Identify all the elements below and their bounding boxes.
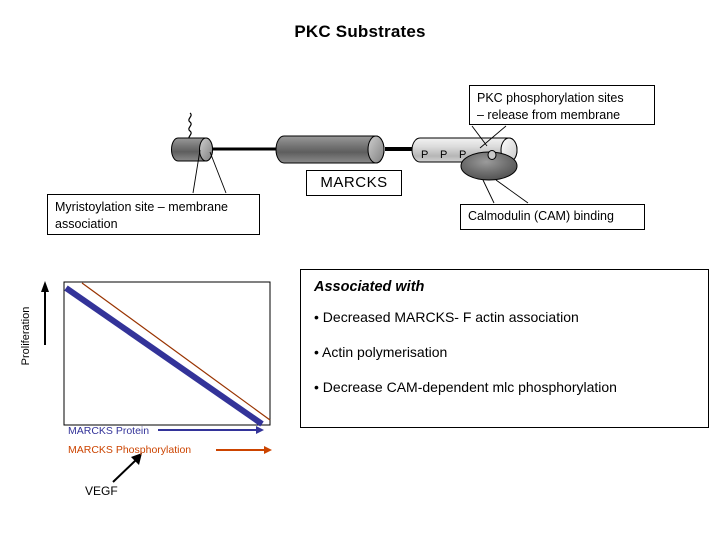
associated-with-heading: Associated with [314,279,425,295]
callout-pkc-line-1: PKC phosphorylation sites [477,91,624,105]
associated-bullet-2: • Actin polymerisation [314,344,448,360]
callout-myr-line-1: Myristoylation site – membrane [55,200,228,214]
callout-pkc-phosphorylation-sites: PKC phosphorylation sites – release from… [469,85,655,125]
callout-pkc-line-2: – release from membrane [477,108,621,122]
page-title: PKC Substrates [294,22,426,41]
central-domain [275,135,385,164]
chart-y-axis-label: Proliferation [20,306,32,366]
phosphate-p-2: P [440,149,447,161]
phosphate-labels: P P P [421,149,466,161]
chart-legend-marcks-phosphorylation: MARCKS Phosphorylation [68,444,192,456]
associated-bullet-1: • Decreased MARCKS- F actin association [314,309,579,325]
chart-frame [63,281,271,426]
protein-name-label: MARCKS [306,170,402,196]
legend-arrows [112,426,272,483]
y-axis-arrow [41,281,49,345]
myristoylation-domain [171,137,213,162]
chart-series [64,282,271,427]
leader-lines [192,125,529,204]
chart-annotation-vegf: VEGF [85,484,118,498]
callout-calmodulin-binding: Calmodulin (CAM) binding [460,204,645,230]
associated-with-box: Associated with • Decreased MARCKS- F ac… [300,269,709,428]
series-marcks-phosphorylation [81,282,271,421]
callout-myr-line-2: association [55,217,118,231]
associated-bullet-3: • Decrease CAM-dependent mlc phosphoryla… [314,379,617,395]
phosphate-p-1: P [421,149,428,161]
calmodulin-ellipse [460,150,518,181]
chart-legend-marcks-protein: MARCKS Protein [68,425,150,437]
series-marcks-protein [64,285,264,427]
callout-myristoylation-site: Myristoylation site – membrane associati… [47,194,260,235]
callout-cam-line-1: Calmodulin (CAM) binding [468,209,614,223]
phosphate-p-3: P [459,149,466,161]
